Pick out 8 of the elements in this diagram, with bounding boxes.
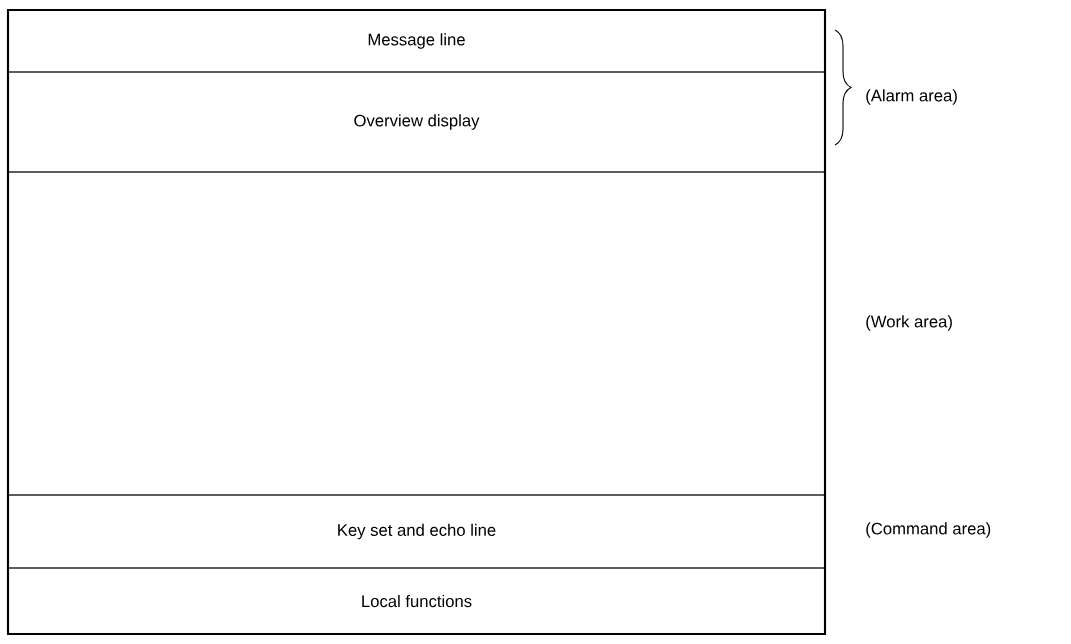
text-band: Overview display <box>7 71 826 173</box>
area-label: (Command area) <box>866 522 991 538</box>
screen-band <box>7 171 826 496</box>
text-band: Local functions <box>7 567 826 635</box>
text-band: Key set and echo line <box>7 494 826 569</box>
text-band: Message line <box>7 9 826 73</box>
area-label: (Alarm area) <box>866 89 957 105</box>
area-label: (Work area) <box>866 315 952 331</box>
